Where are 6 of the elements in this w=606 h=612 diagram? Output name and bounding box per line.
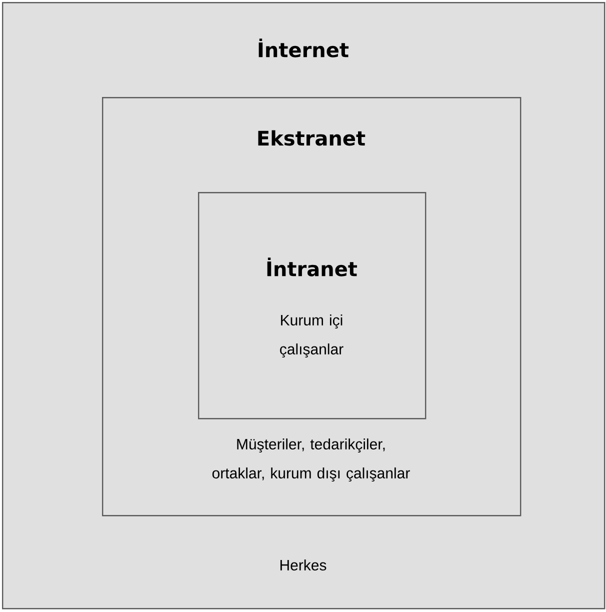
box-heading: İnternet — [258, 38, 349, 58]
box-heading: Ekstranet — [258, 130, 366, 146]
box-description: Kurum içi çalışanlar — [280, 314, 344, 358]
box-description: Herkes — [280, 560, 326, 570]
box-description: Müşteriler, tedarikçiler, ortaklar, kurum dışı çalışanlar — [212, 438, 410, 482]
box-heading: İntranet — [267, 258, 358, 276]
